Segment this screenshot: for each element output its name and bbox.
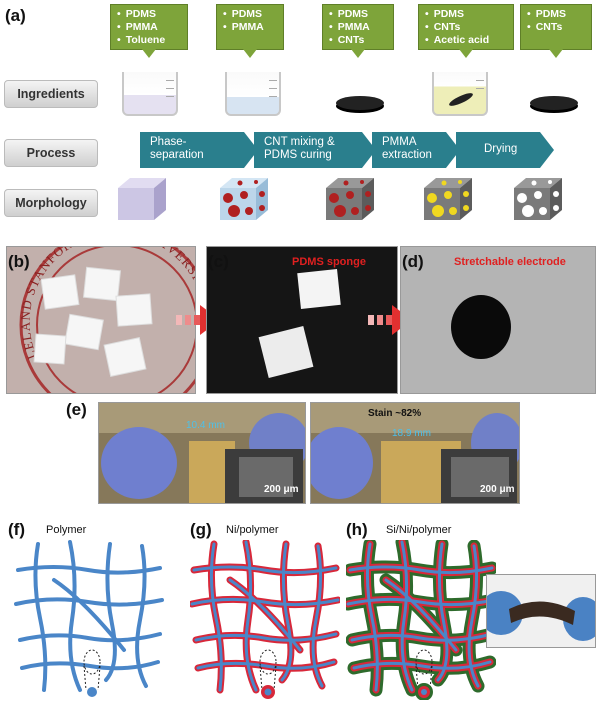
fiber-strand [16, 565, 162, 575]
si-ni-polymer-network-diagram [346, 540, 496, 700]
process-step-4: Drying [456, 132, 554, 168]
cross-section-marker [83, 649, 101, 675]
photo-flexible-electrode [486, 574, 596, 648]
beaker-toluene-icon [122, 72, 178, 116]
beaker-acetic-acid-icon [432, 72, 488, 116]
cross-section-guide [259, 665, 277, 691]
process-step-2: CNT mixing &PDMS curing [254, 132, 376, 168]
photo-sugar-cubes: LELAND STANFORD JUNIOR UNIVERSITY [6, 246, 196, 394]
cube-phase-separated-icon [220, 178, 268, 220]
fiber-strand [467, 544, 480, 688]
panel-label-g: (g) [190, 520, 212, 539]
fiber-strand [209, 542, 223, 692]
fiber-strand [384, 578, 458, 652]
panel-label-a: (a) [5, 6, 26, 25]
photo-stretched-electrode [310, 402, 520, 504]
ingredient-item: PMMA [329, 21, 389, 34]
ingredient-item: CNTs [329, 34, 389, 47]
ingredient-item: CNTs [425, 21, 509, 34]
ingredient-item: PMMA [223, 21, 279, 34]
scale-bar-right: 200 μm [480, 484, 515, 495]
measure-left: 10.4 mm [186, 420, 225, 431]
label-ni-polymer: Ni/polymer [226, 524, 279, 536]
fiber-strand [348, 565, 494, 575]
ingredient-item: Toluene [117, 34, 183, 47]
ingredient-box-1: PDMS PMMA Toluene [110, 4, 188, 58]
fiber-strand [436, 542, 449, 682]
photo-unstretched-electrode [98, 402, 306, 504]
cube-porous-sponge-icon [514, 178, 562, 220]
panel-label-b: (b) [8, 252, 30, 271]
panel-label-h: (h) [346, 520, 368, 539]
ingredient-box-4: PDMS CNTs Acetic acid [418, 4, 514, 58]
fiber-strand [52, 578, 126, 652]
label-polymer: Polymer [46, 524, 87, 536]
cross-section-marker [415, 649, 433, 675]
label-stretchable-electrode: Stretchable electrode [454, 256, 566, 268]
cross-section-dot [87, 687, 97, 697]
ingredient-box-2: PDMS PMMA [216, 4, 284, 58]
ingredient-box-5: PDMS CNTs [520, 4, 592, 58]
beaker-pdms-pmma-icon [225, 72, 281, 116]
ingredient-item: PDMS [117, 8, 183, 21]
cube-extracted-icon [424, 178, 472, 220]
ni-polymer-network-diagram [190, 540, 340, 699]
scale-bar-left: 200 μm [264, 484, 299, 495]
panel-label-d: (d) [402, 252, 424, 271]
cube-homogeneous-icon [118, 178, 166, 220]
fiber-strand [400, 540, 414, 692]
fiber-strand [135, 544, 148, 688]
dried-disc-icon [530, 96, 578, 110]
ingredient-item: PDMS [329, 8, 389, 21]
row-label-ingredients: Ingredients [4, 80, 98, 108]
ingredient-item: PMMA [117, 21, 183, 34]
row-label-process: Process [4, 139, 98, 167]
measure-right: 18.9 mm [392, 428, 431, 439]
ingredient-item: Acetic acid [425, 34, 509, 47]
fiber-strand [228, 578, 302, 652]
panel-label-e: (e) [66, 400, 87, 419]
panel-label-f: (f) [8, 520, 25, 539]
ingredient-box-3: PDMS PMMA CNTs [322, 4, 394, 58]
composite-disc-icon [336, 96, 384, 110]
fiber-strand [104, 542, 117, 682]
cross-section-marker [259, 649, 277, 675]
cross-section-dot [264, 688, 272, 696]
strain-label: Stain ~82% [368, 408, 422, 419]
cube-cnt-composite-icon [326, 178, 374, 220]
panel-label-c: (c) [208, 252, 229, 271]
fiber-strand [280, 542, 293, 682]
fiber-strand [365, 542, 379, 692]
ingredient-item: PDMS [223, 8, 279, 21]
ingredient-item: PDMS [425, 8, 509, 21]
photo-stretchable-electrode [400, 246, 596, 394]
cross-section-guide [83, 665, 101, 691]
stanford-seal-graphic: LELAND STANFORD JUNIOR UNIVERSITY [7, 247, 195, 393]
row-label-morphology: Morphology [4, 189, 98, 217]
label-pdms-sponge: PDMS sponge [292, 256, 366, 268]
fiber-strand [311, 544, 324, 688]
fiber-strand [33, 542, 48, 692]
photo-pdms-sponge [206, 246, 398, 394]
fiber-strand [244, 540, 258, 692]
cross-section-dot [421, 689, 427, 695]
fiber-strand [192, 565, 338, 575]
polymer-network-diagram [14, 540, 164, 697]
process-step-1: Phase-separation [140, 132, 258, 168]
ingredient-item: PDMS [527, 8, 587, 21]
fiber-strand [68, 540, 82, 692]
label-si-ni-polymer: Si/Ni/polymer [386, 524, 452, 536]
ingredient-item: CNTs [527, 21, 587, 34]
